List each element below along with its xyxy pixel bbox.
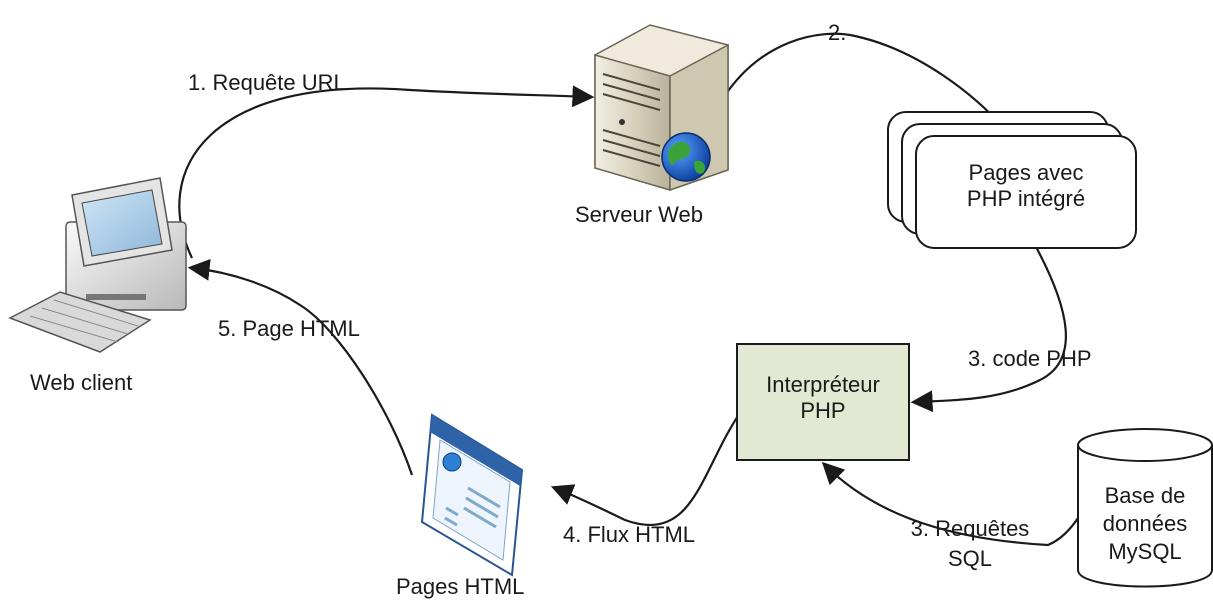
edge-step2 — [721, 32, 1033, 164]
step3-sql-label-line1: 3. Requêtes — [910, 516, 1030, 541]
php-pages-label: Pages avec PHP intégré — [916, 160, 1136, 212]
database-label-line1: Base de — [1104, 483, 1186, 508]
step2-label: 2. — [828, 20, 847, 45]
web-client-icon — [8, 177, 187, 353]
database-label-line3: MySQL — [1108, 539, 1182, 564]
php-pages-stack — [887, 111, 1137, 249]
php-pages-label-line1: Pages avec — [968, 160, 1084, 185]
step1-label: 1. Requête URL — [188, 70, 346, 95]
step4-label: 4. Flux HTML — [563, 522, 696, 547]
web-server-icon — [594, 24, 729, 192]
step3-sql-label: 3. Requêtes SQL — [890, 514, 1050, 574]
html-page-icon — [420, 413, 524, 577]
step3-sql-label-line2: SQL — [947, 546, 993, 571]
edge-page-html — [187, 258, 414, 476]
edge-requetes-sql — [821, 461, 1079, 547]
edge-flux-html — [550, 409, 743, 527]
step5-label: 5. Page HTML — [218, 316, 360, 341]
globe-icon — [661, 132, 711, 182]
php-interpreter-label-line1: Interpréteur — [766, 372, 880, 397]
database-icon — [1077, 428, 1213, 588]
php-interpreter-label: Interpréteur PHP — [737, 372, 909, 424]
database-label-line2: données — [1102, 511, 1188, 536]
html-pages-label: Pages HTML — [396, 574, 525, 599]
edges — [178, 32, 1079, 547]
web-client-label: Web client — [30, 370, 133, 395]
php-pages-label-line2: PHP intégré — [966, 186, 1086, 211]
step3-code-label: 3. code PHP — [968, 346, 1092, 371]
edge-requete-url — [178, 85, 595, 259]
edge-code-php — [910, 244, 1067, 413]
web-server-label: Serveur Web — [575, 202, 703, 227]
php-interpreter-box — [736, 343, 910, 461]
database-label: Base de données MySQL — [1078, 482, 1212, 566]
php-interpreter-label-line2: PHP — [800, 398, 846, 423]
